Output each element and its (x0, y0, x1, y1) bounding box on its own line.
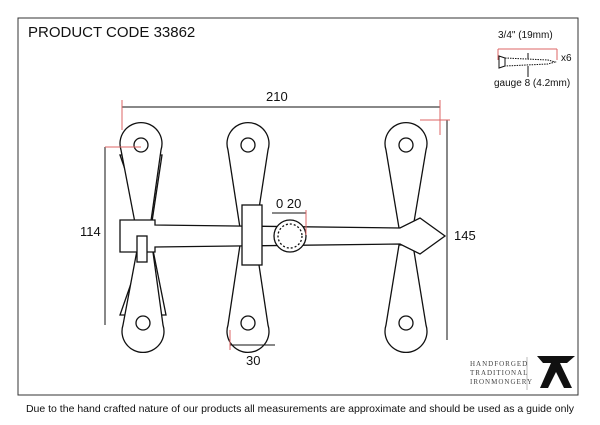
strap-left (119, 122, 167, 353)
disclaimer-footnote: Due to the hand crafted nature of our pr… (25, 403, 575, 415)
screw-gauge-label: gauge 8 (4.2mm) (494, 78, 571, 89)
bar-slot (136, 235, 148, 263)
screw-icon (497, 48, 558, 77)
brand-line-1: HANDFORGED (470, 360, 529, 368)
screw-length-label: 3/4" (19mm) (498, 30, 553, 41)
keeper-width-label: 30 (246, 353, 261, 368)
anvil-logo (526, 356, 575, 390)
brand-line-3: IRONMONGERY (470, 378, 534, 386)
brand-text: HANDFORGED TRADITIONAL IRONMONGERY (470, 360, 533, 387)
knob-texture (277, 223, 303, 249)
knob-diameter-label: 0 20 (276, 196, 302, 211)
strap-right (384, 122, 428, 353)
keeper (241, 204, 263, 266)
brand-line-2: TRADITIONAL (470, 369, 529, 377)
latch (119, 122, 447, 353)
dimension-lines (104, 100, 450, 350)
product-code-title: PRODUCT CODE 33862 (28, 24, 196, 41)
width-dimension-label: 210 (266, 89, 288, 104)
screw-quantity-label: x6 (561, 53, 572, 64)
strap-middle (226, 122, 270, 353)
strap-height-dimension-label: 114 (80, 224, 101, 239)
overall-height-dimension-label: 145 (454, 228, 476, 243)
frame (17, 17, 579, 396)
